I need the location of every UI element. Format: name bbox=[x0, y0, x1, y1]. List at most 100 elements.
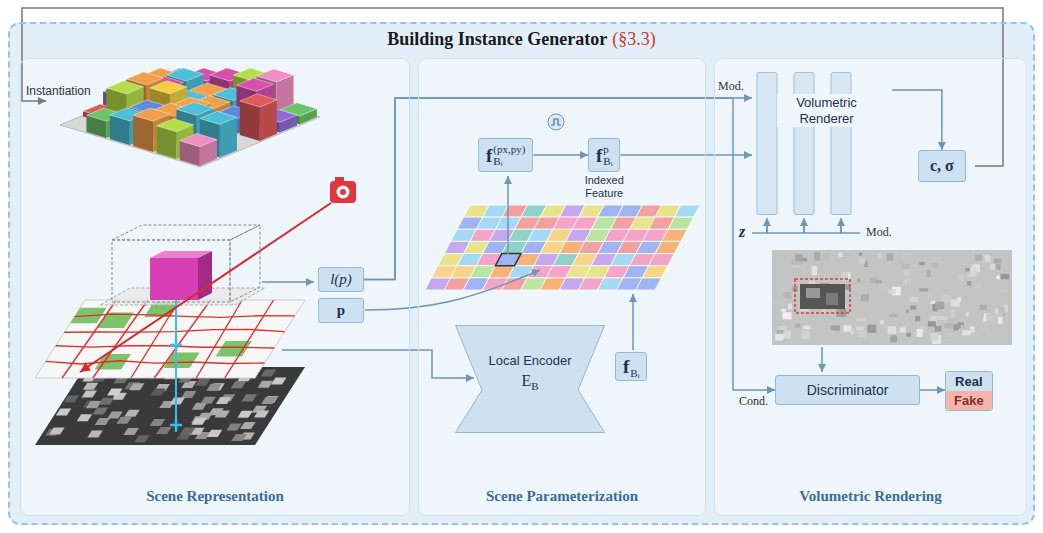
building-block bbox=[257, 69, 294, 82]
image-texture bbox=[856, 327, 864, 331]
image-texture bbox=[867, 325, 876, 333]
process-box: l(p) bbox=[318, 267, 364, 292]
image-texture bbox=[945, 333, 952, 337]
satellite-texture bbox=[107, 388, 123, 395]
image-ground bbox=[772, 250, 1012, 345]
image-texture bbox=[962, 330, 970, 335]
satellite-texture bbox=[191, 418, 207, 425]
math-symbol: f bbox=[596, 146, 602, 165]
process-box: p bbox=[318, 298, 364, 323]
road-line bbox=[64, 329, 284, 332]
road-line bbox=[131, 300, 179, 378]
building-block bbox=[240, 101, 260, 141]
image-texture bbox=[938, 316, 947, 320]
image-texture bbox=[970, 267, 977, 276]
camera-icon bbox=[340, 189, 346, 195]
building-block bbox=[240, 94, 277, 107]
lookup-arrow bbox=[507, 176, 509, 254]
building-instance bbox=[150, 258, 198, 300]
image-texture bbox=[1001, 289, 1009, 293]
connector bbox=[920, 389, 945, 391]
satellite-texture bbox=[99, 398, 115, 405]
annotation-label: z bbox=[739, 223, 745, 241]
satellite-texture bbox=[129, 383, 145, 390]
camera-icon bbox=[330, 181, 356, 203]
stage-panel: Scene Representationl(p)p bbox=[20, 58, 410, 516]
building-block bbox=[200, 111, 237, 124]
satellite-texture bbox=[93, 407, 109, 414]
image-texture bbox=[851, 328, 854, 334]
math-symbol: f bbox=[486, 146, 492, 165]
edge-label: Cond. bbox=[737, 394, 770, 409]
bounding-box bbox=[112, 225, 260, 240]
fake-label: Fake bbox=[946, 391, 992, 410]
math-script: pBᵢ bbox=[603, 143, 612, 167]
projection-point bbox=[170, 339, 182, 431]
crop-box bbox=[795, 279, 850, 313]
feature-grid bbox=[425, 205, 700, 290]
image-texture bbox=[935, 326, 942, 332]
satellite-texture bbox=[261, 397, 277, 404]
satellite-texture bbox=[123, 428, 138, 435]
rendered-image bbox=[772, 250, 1012, 345]
process-box: c, σ bbox=[918, 150, 966, 182]
feature-box: fBᵢ bbox=[615, 352, 647, 381]
real-label: Real bbox=[946, 372, 992, 391]
image-texture bbox=[890, 335, 897, 342]
satellite-texture bbox=[216, 397, 232, 404]
box-label: l(p) bbox=[325, 271, 357, 288]
image-texture bbox=[773, 295, 779, 299]
road-line bbox=[154, 300, 210, 378]
process-box: Discriminator bbox=[775, 375, 920, 405]
query-arrow bbox=[365, 270, 540, 310]
panel-fill bbox=[714, 58, 1027, 516]
image-texture bbox=[795, 324, 800, 328]
satellite-texture bbox=[254, 410, 270, 417]
image-texture bbox=[902, 253, 912, 256]
image-texture bbox=[950, 282, 953, 288]
satellite-texture bbox=[261, 370, 277, 377]
image-texture bbox=[906, 310, 909, 313]
image-texture bbox=[967, 281, 971, 285]
image-texture bbox=[932, 263, 938, 268]
building-block bbox=[150, 81, 187, 94]
image-texture bbox=[788, 304, 792, 310]
feature-box: fpBᵢIndexed Feature bbox=[588, 138, 620, 172]
modulation-line bbox=[752, 220, 860, 233]
satellite-texture bbox=[49, 428, 65, 435]
encoder-shape: Local EncoderEB bbox=[455, 325, 605, 433]
satellite-texture bbox=[207, 430, 223, 437]
encoder-symbol: EB bbox=[455, 372, 605, 392]
image-texture bbox=[935, 302, 944, 309]
building-block bbox=[157, 119, 194, 132]
image-texture bbox=[889, 314, 898, 317]
feature-caption: Indexed Feature bbox=[574, 174, 634, 199]
image-texture bbox=[822, 253, 830, 260]
satellite-texture bbox=[150, 389, 166, 396]
image-texture bbox=[857, 279, 860, 283]
image-texture bbox=[972, 283, 981, 289]
satellite-texture bbox=[82, 391, 98, 398]
satellite-texture bbox=[226, 423, 242, 430]
grid-cell bbox=[674, 205, 700, 217]
road-line bbox=[74, 314, 294, 317]
image-texture bbox=[879, 284, 887, 290]
image-texture bbox=[880, 320, 883, 324]
image-texture bbox=[812, 266, 817, 275]
section-ref: (§3.3) bbox=[612, 29, 656, 49]
modulation-arrow bbox=[766, 218, 768, 233]
stage-panel: Scene Parameterizationf(px,py)BᵢfpBᵢInde… bbox=[418, 58, 706, 516]
building-block bbox=[133, 115, 153, 152]
building-block bbox=[177, 102, 214, 115]
city-ground bbox=[60, 75, 320, 167]
image-texture bbox=[870, 278, 874, 283]
math-script: Bᵢ bbox=[630, 367, 639, 379]
image-texture bbox=[814, 252, 820, 261]
renderer-block: Volumetric Renderer bbox=[752, 72, 892, 215]
image-texture bbox=[919, 262, 925, 265]
output-box: RealFake bbox=[945, 371, 993, 411]
box-label: p bbox=[325, 302, 357, 319]
subscript: Bᵢ bbox=[630, 367, 639, 379]
panel-heading: Volumetric Rendering bbox=[715, 488, 1026, 505]
